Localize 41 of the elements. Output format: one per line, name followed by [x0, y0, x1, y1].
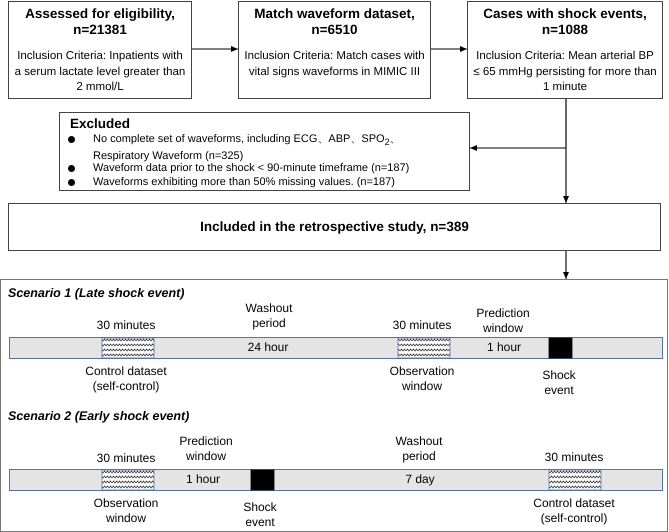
box-text: Inclusion Criteria: Inpatients with a serum lactate level greater than 2 mmol/L: [14, 49, 186, 95]
timeline-label: Control dataset (self-control): [84, 364, 168, 394]
exclusion-box: [59, 112, 470, 191]
arrow: [563, 99, 569, 203]
scenario-heading: Scenario 2 (Early shock event): [8, 409, 190, 423]
box-title: Excluded: [70, 116, 130, 132]
box-title: Included in the retrospective study, n=389: [199, 219, 470, 235]
process-box: [467, 1, 663, 99]
bullet-text: Waveforms exhibiting more than 50% missing values. (n=187): [93, 175, 396, 189]
box-text: Inclusion Criteria: Match cases with vital signs waveforms in MIMIC III: [244, 49, 425, 80]
box-title: Cases with shock events, n=1088: [482, 6, 648, 38]
timeline-label: Prediction window: [475, 306, 531, 336]
bullet-text: No complete set of waveforms, including ECG、ABP、SPO$_{2}$、 Respiratory Waveform (n=325): [93, 132, 402, 163]
duration-label: 24 hour: [246, 340, 290, 355]
scenario-heading: Scenario 1 (Late shock event): [8, 286, 184, 300]
timeline-label: 30 minutes: [392, 318, 452, 333]
box-text: Inclusion Criteria: Mean arterial BP ≤ 65 mmHg persisting for more than 1 minute: [473, 49, 657, 95]
scenario-panel: [0, 279, 668, 532]
duration-label: 1 hour: [184, 472, 222, 487]
process-box: [8, 203, 661, 251]
arrow: [431, 46, 467, 52]
box-title: Assessed for eligibility, n=21381: [24, 6, 176, 38]
timeline-label: 30 minutes: [96, 451, 156, 466]
box-title: Match waveform dataset, n=6510: [253, 6, 416, 38]
timeline-label: Shock event: [242, 500, 278, 530]
process-box: [8, 1, 192, 99]
arrow: [563, 251, 569, 279]
timeline-label: Shock event: [541, 368, 577, 398]
arrow: [192, 46, 238, 52]
duration-label: 1 hour: [486, 340, 522, 355]
timeline-label: Prediction window: [178, 434, 234, 464]
bullet-text: Waveform data prior to the shock < 90-minute timeframe (n=187): [93, 162, 410, 175]
timeline-label: Observation window: [92, 496, 160, 526]
timeline-label: Observation window: [388, 364, 456, 394]
process-box: [238, 1, 431, 99]
timeline-label: 30 minutes: [544, 450, 604, 465]
timeline-label: 30 minutes: [96, 318, 156, 333]
timeline-label: Washout period: [244, 301, 294, 331]
duration-label: 7 day: [404, 472, 436, 487]
timeline-label: Control dataset (self-control): [532, 496, 616, 526]
timeline-label: Washout period: [394, 434, 444, 464]
